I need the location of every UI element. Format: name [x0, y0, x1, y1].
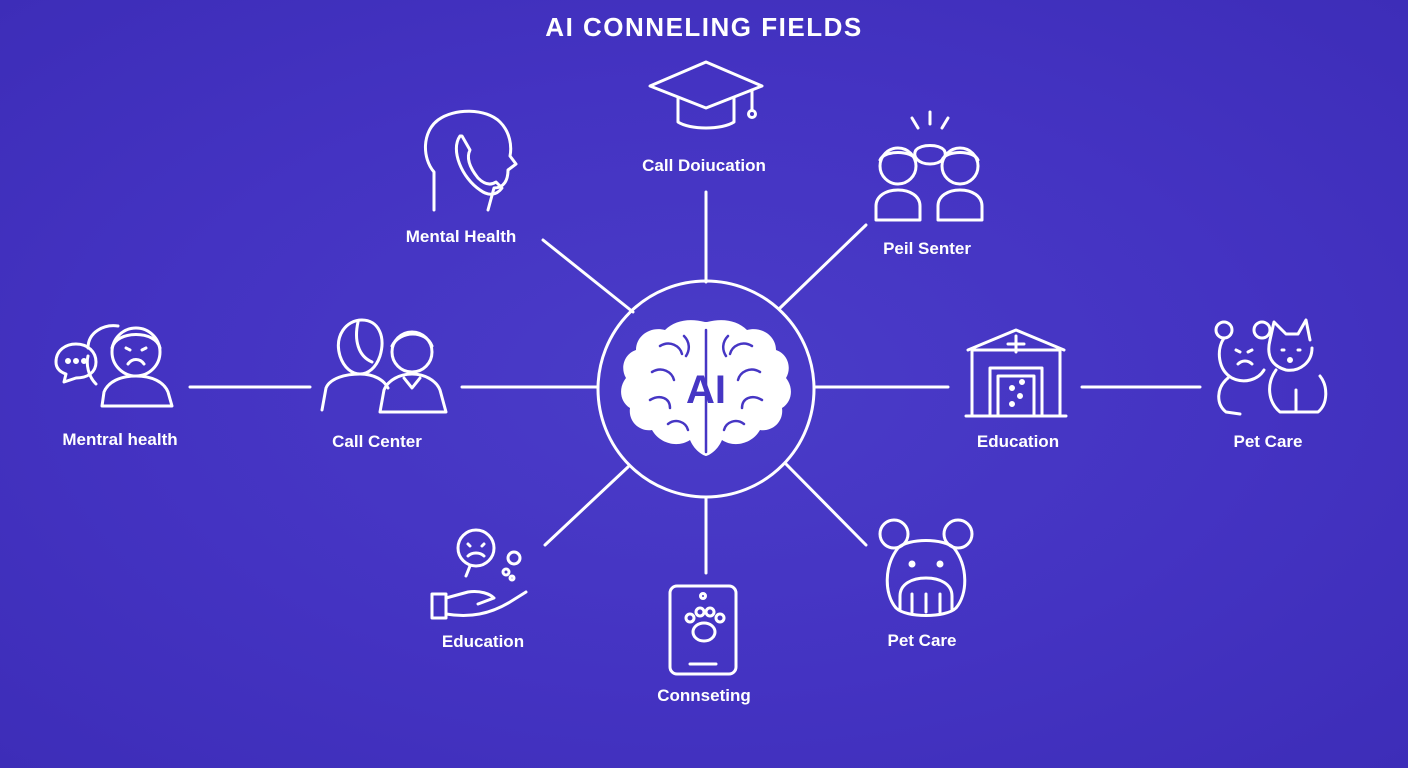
- center-label: AI: [686, 368, 726, 412]
- two-people-talking-icon: [874, 110, 984, 222]
- connectors: [188, 190, 1202, 575]
- building-cross-icon: [964, 328, 1068, 418]
- label-call-education: Call Doiucation: [642, 156, 766, 175]
- connector-peil-senter: [778, 223, 868, 310]
- graduation-cap-icon: [648, 60, 764, 130]
- label-pet-care-animals: Pet Care: [1233, 432, 1303, 451]
- hub-ring: [596, 279, 816, 499]
- label-peil-senter: Peil Senter: [883, 239, 971, 258]
- two-people-icon: [320, 318, 448, 414]
- label-connseting: Connseting: [657, 686, 751, 705]
- dog-cat-icon: [1214, 318, 1328, 416]
- brain-icon: [621, 320, 791, 456]
- tablet-paw-icon: [668, 584, 738, 676]
- connector-mental-health-phone: [541, 238, 635, 314]
- label-education-building: Education: [976, 432, 1060, 451]
- label-mental-health-phone: Mental Health: [405, 227, 517, 246]
- bear-face-icon: [878, 518, 974, 617]
- hand-sad-face-icon: [430, 528, 528, 620]
- label-call-center: Call Center: [332, 432, 422, 451]
- diagram-title: AI CONNELING FIELDS: [545, 12, 863, 42]
- sad-person-speech-icon: [54, 324, 174, 408]
- label-mentral-health: Mentral health: [62, 430, 178, 449]
- connector-education-hand: [543, 465, 630, 547]
- label-education-hand: Education: [441, 632, 525, 651]
- center-hub: [596, 279, 816, 499]
- connector-pet-care-bear: [783, 461, 868, 547]
- head-phone-icon: [423, 109, 518, 212]
- label-pet-care-bear: Pet Care: [887, 631, 957, 650]
